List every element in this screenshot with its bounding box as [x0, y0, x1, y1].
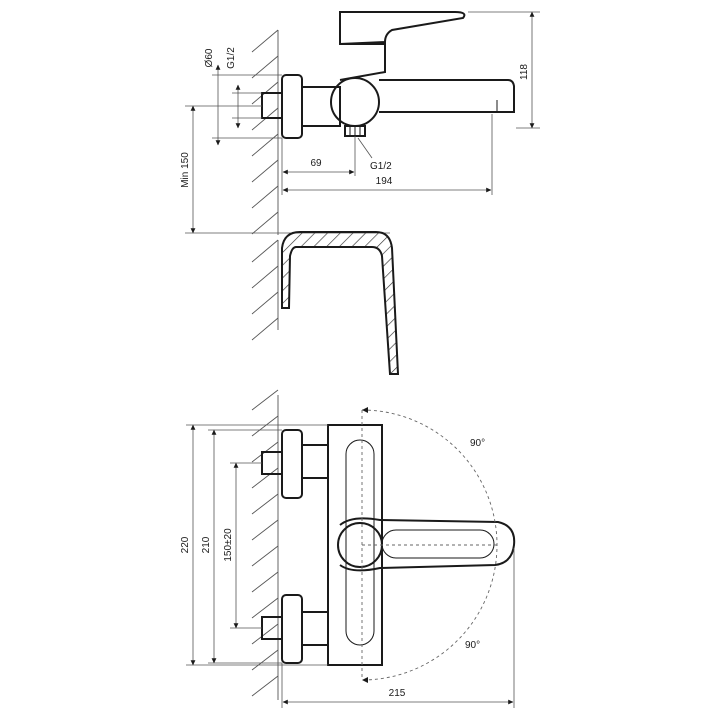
dim-215: 215: [281, 548, 515, 708]
mixer-body-plan: [327, 424, 383, 666]
rotation-arc: 90° 90°: [361, 407, 498, 683]
wall-hatching-top: [251, 29, 279, 341]
height-label: 118: [519, 64, 530, 80]
width-label: 215: [389, 688, 406, 699]
spout-side: [379, 79, 515, 113]
lever-plan: [339, 517, 516, 572]
connector-side: [261, 92, 283, 119]
dim-offset: 69 G1/2: [281, 136, 392, 195]
body-slot: [345, 439, 375, 646]
lever-side: [339, 11, 466, 46]
plan-view: [261, 424, 516, 666]
height-outer-label: 220: [180, 536, 191, 553]
flange-side: [281, 74, 303, 139]
diameter-label: Ø60: [204, 48, 215, 67]
dim-length: 194: [282, 114, 493, 195]
thread-label-bottom: G1/2: [370, 161, 392, 172]
lever-slot: [381, 529, 495, 559]
connector-top: [261, 451, 283, 475]
dim-height: 118: [468, 11, 540, 129]
mixer-body-side: [330, 77, 380, 127]
flange-top: [281, 429, 303, 499]
wall-hatching-bottom: [251, 389, 279, 700]
length-label: 194: [376, 176, 393, 187]
column-side: [339, 43, 386, 81]
dim-220: 220: [180, 424, 328, 666]
center-distance-label: 150±20: [223, 528, 234, 562]
height-mid-label: 210: [201, 536, 212, 553]
dim-150: 150±20: [223, 462, 262, 629]
offset-label: 69: [310, 158, 322, 169]
angle-top-label: 90°: [470, 438, 485, 449]
body-side: [302, 86, 341, 127]
dim-210: 210: [201, 429, 282, 664]
flange-bottom: [281, 594, 303, 664]
thread-label-top: G1/2: [226, 47, 237, 69]
spout-section: [281, 231, 400, 375]
connector-bottom: [261, 616, 283, 640]
min-label: Min 150: [180, 152, 191, 188]
angle-bottom-label: 90°: [465, 640, 480, 651]
dim-diameter: Ø60 G1/2: [204, 47, 282, 146]
side-view: [261, 11, 515, 139]
